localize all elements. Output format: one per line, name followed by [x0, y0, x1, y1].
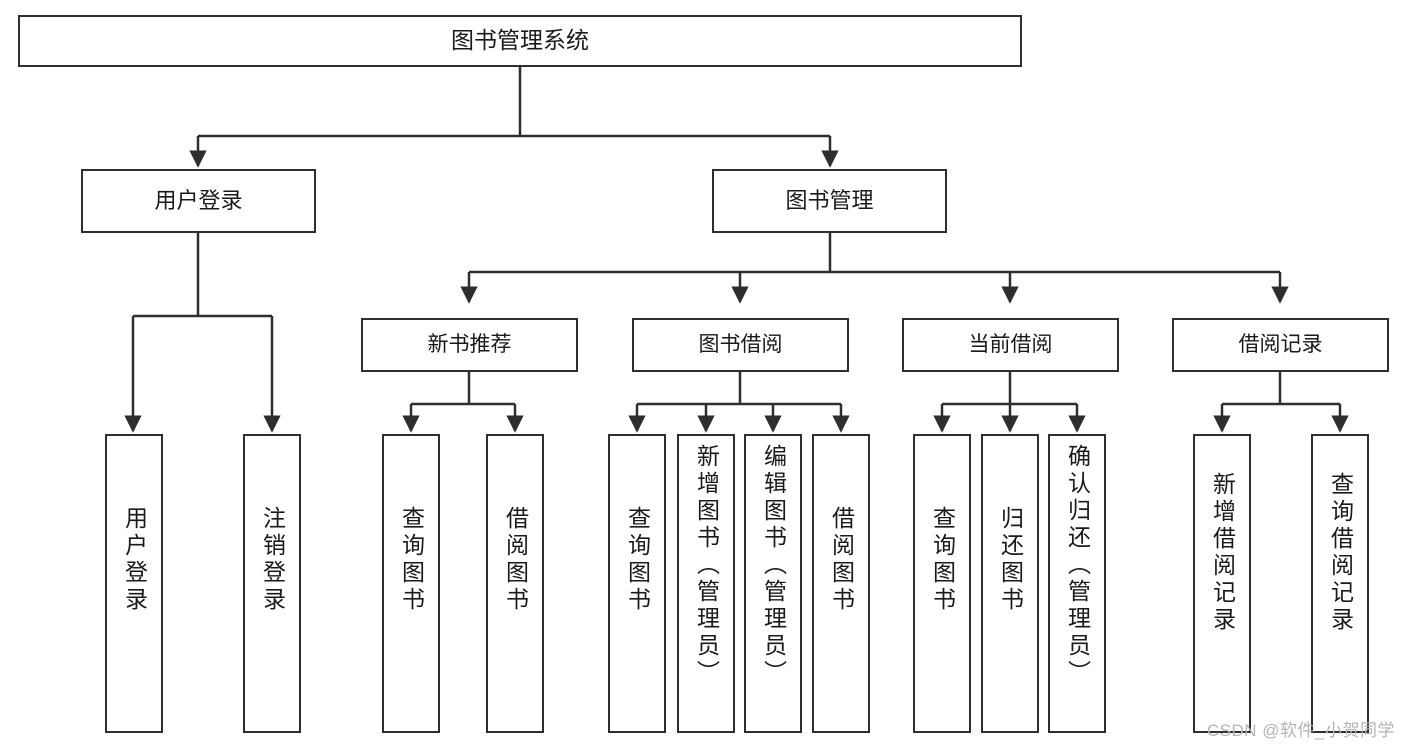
node-borrow-record[interactable]: 借阅记录: [1172, 318, 1389, 372]
node-current-borrow-label: 当前借阅: [968, 332, 1053, 356]
node-leaf-borrow-book-2[interactable]: 借阅图书: [812, 434, 870, 733]
node-new-book-recommend-label: 新书推荐: [427, 332, 512, 356]
node-leaf-add-record[interactable]: 新增借阅记录: [1193, 434, 1251, 733]
node-leaf-return-book[interactable]: 归还图书: [981, 434, 1039, 733]
node-leaf-query-book-1-label: 查询图书: [398, 506, 425, 614]
node-leaf-user-login-label: 用户登录: [121, 506, 148, 614]
node-leaf-query-book-3-label: 查询图书: [929, 506, 956, 614]
node-borrow-record-label: 借阅记录: [1238, 332, 1323, 356]
node-leaf-query-book-1[interactable]: 查询图书: [382, 434, 440, 733]
node-leaf-return-book-label: 归还图书: [997, 506, 1024, 614]
watermark-text: CSDN @软件_小贺同学: [1206, 721, 1395, 740]
node-new-book-recommend[interactable]: 新书推荐: [361, 318, 578, 372]
node-leaf-add-book-label: 新增图书（管理员）: [693, 444, 720, 687]
node-leaf-add-book[interactable]: 新增图书（管理员）: [677, 434, 735, 733]
node-leaf-edit-book[interactable]: 编辑图书（管理员）: [744, 434, 802, 733]
node-book-manage-label: 图书管理: [785, 188, 874, 214]
node-leaf-query-record[interactable]: 查询借阅记录: [1311, 434, 1369, 733]
node-leaf-logout-login[interactable]: 注销登录: [243, 434, 301, 733]
node-book-borrow[interactable]: 图书借阅: [632, 318, 849, 372]
node-current-borrow[interactable]: 当前借阅: [902, 318, 1119, 372]
node-leaf-add-record-label: 新增借阅记录: [1209, 472, 1236, 634]
node-leaf-query-record-label: 查询借阅记录: [1327, 472, 1354, 634]
node-leaf-query-book-2-label: 查询图书: [624, 506, 651, 614]
node-leaf-user-login[interactable]: 用户登录: [105, 434, 163, 733]
node-book-manage[interactable]: 图书管理: [712, 169, 947, 233]
node-user-login[interactable]: 用户登录: [81, 169, 316, 233]
node-leaf-confirm-return[interactable]: 确认归还（管理员）: [1048, 434, 1106, 733]
node-leaf-borrow-book-1-label: 借阅图书: [502, 506, 529, 614]
node-root-label: 图书管理系统: [451, 27, 589, 54]
node-user-login-label: 用户登录: [154, 188, 243, 214]
node-leaf-query-book-2[interactable]: 查询图书: [608, 434, 666, 733]
node-book-borrow-label: 图书借阅: [698, 332, 783, 356]
node-leaf-edit-book-label: 编辑图书（管理员）: [760, 444, 787, 687]
node-leaf-confirm-return-label: 确认归还（管理员）: [1064, 444, 1091, 687]
node-leaf-borrow-book-1[interactable]: 借阅图书: [486, 434, 544, 733]
node-leaf-borrow-book-2-label: 借阅图书: [828, 506, 855, 614]
node-root[interactable]: 图书管理系统: [18, 15, 1022, 67]
node-leaf-query-book-3[interactable]: 查询图书: [913, 434, 971, 733]
node-leaf-logout-login-label: 注销登录: [259, 506, 286, 614]
